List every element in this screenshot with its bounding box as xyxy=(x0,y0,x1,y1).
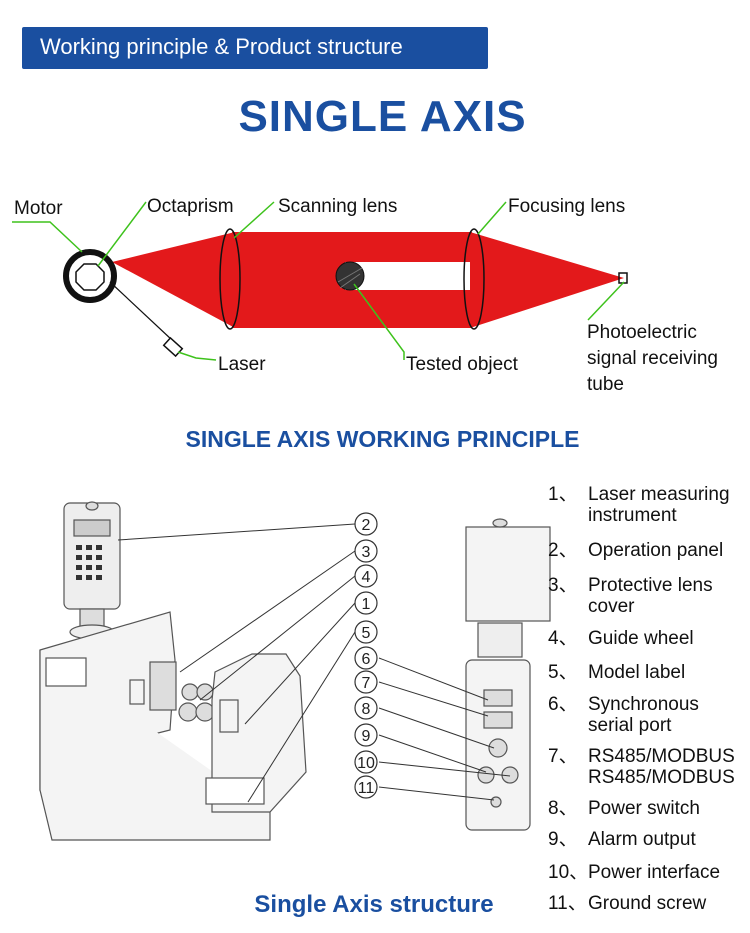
beam-fan-left xyxy=(112,232,235,328)
principle-diagram xyxy=(12,201,628,361)
callout-6-num: 6 xyxy=(362,651,371,668)
callout-5 xyxy=(354,620,378,644)
banner-text: Working principle & Product structure xyxy=(40,34,403,59)
label-motor: Motor xyxy=(14,198,63,219)
beam-center-left xyxy=(232,262,345,290)
scanning-lens-shape xyxy=(219,228,241,330)
motor-ring-shape xyxy=(63,249,117,303)
leader-photoelectric xyxy=(587,281,625,321)
callout-3-num: 3 xyxy=(362,544,371,561)
principle-caption: SINGLE AXIS WORKING PRINCIPLE xyxy=(185,426,580,452)
callout-10-num: 10 xyxy=(357,755,375,772)
leader-laser xyxy=(177,351,217,361)
leader-scanning-lens xyxy=(233,201,275,239)
label-laser: Laser xyxy=(218,354,266,375)
callout-7 xyxy=(354,670,378,694)
beam-fan-right xyxy=(470,232,624,328)
label-tested-object: Tested object xyxy=(406,354,518,375)
callout-10 xyxy=(354,750,378,774)
side-view-top xyxy=(465,526,551,622)
callout-9-num: 9 xyxy=(362,728,371,745)
label-octaprism: Octaprism xyxy=(147,196,234,217)
callout-1 xyxy=(354,591,378,615)
header-banner: Working principle & Product structure xyxy=(22,27,488,69)
focusing-lens-shape xyxy=(463,228,485,330)
callout-2-num: 2 xyxy=(362,517,371,534)
callout-9 xyxy=(354,723,378,747)
callout-4-num: 4 xyxy=(362,569,371,586)
callout-11 xyxy=(354,775,378,799)
leader-tested-object xyxy=(353,283,405,360)
callout-1-num: 1 xyxy=(362,596,371,613)
callout-3 xyxy=(354,539,378,563)
callout-8-num: 8 xyxy=(362,701,371,718)
page-title: SINGLE AXIS xyxy=(238,92,527,141)
callout-2 xyxy=(354,512,378,536)
tested-object-shape xyxy=(335,261,365,291)
octaprism-shape xyxy=(75,263,105,291)
callout-5-num: 5 xyxy=(362,625,371,642)
callout-11-num: 11 xyxy=(358,780,375,797)
leader-focusing-lens xyxy=(477,201,507,235)
structure-caption: Single Axis structure xyxy=(254,891,494,918)
callout-4 xyxy=(354,564,378,588)
callout-6 xyxy=(354,646,378,670)
callout-8 xyxy=(354,696,378,720)
label-photoelectric: Photoelectric signal receiving tube xyxy=(587,322,718,395)
beam-upper xyxy=(232,232,472,262)
beam-lower xyxy=(232,290,472,328)
label-focusing-lens: Focusing lens xyxy=(508,196,626,217)
leader-motor xyxy=(12,221,83,253)
label-scanning-lens: Scanning lens xyxy=(278,196,398,217)
callout-7-num: 7 xyxy=(362,675,371,692)
leader-octaprism xyxy=(97,201,147,267)
